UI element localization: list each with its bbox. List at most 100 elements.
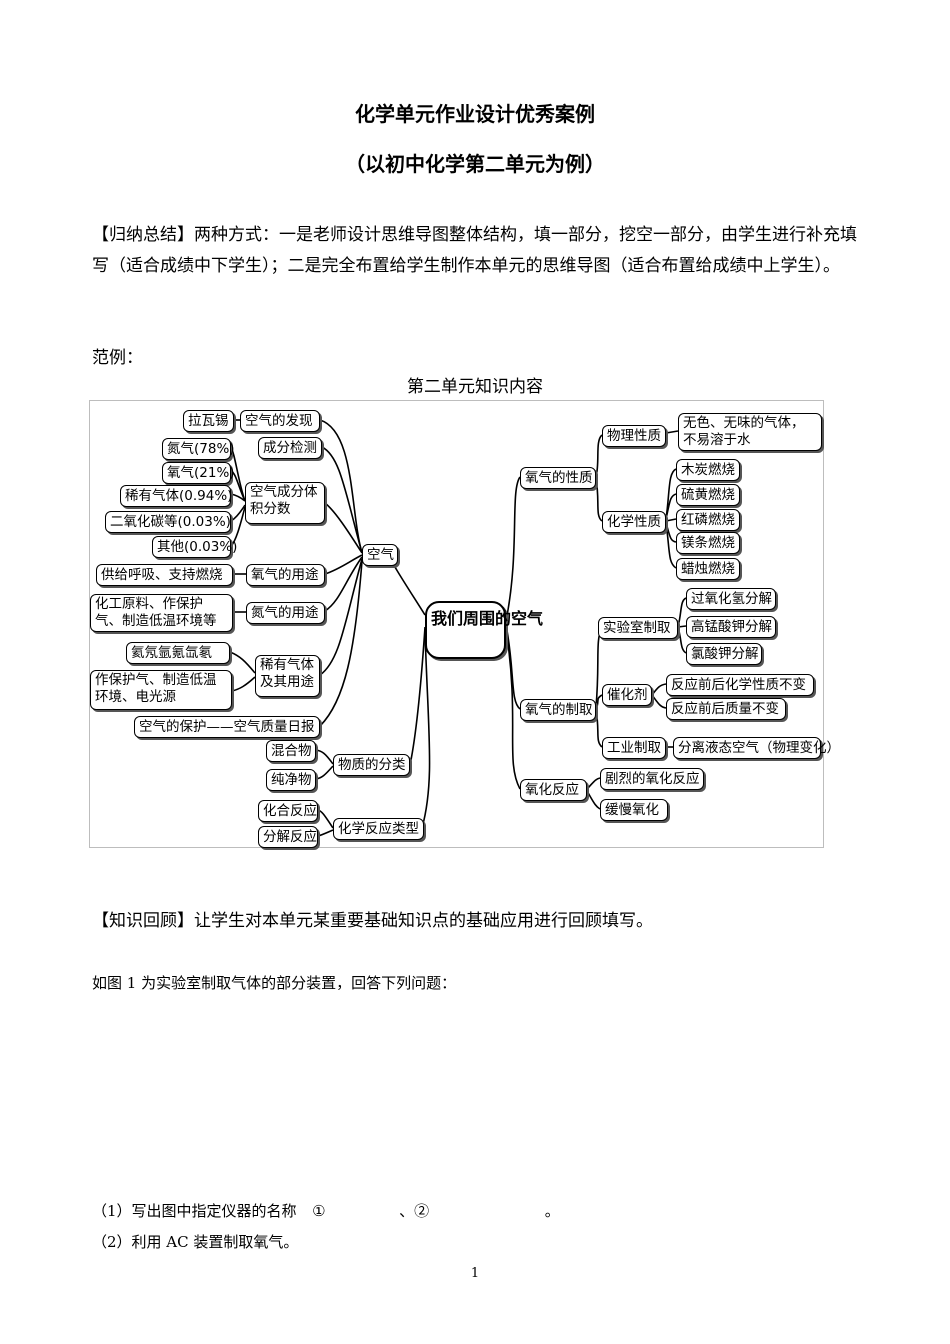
connector-reaction-decomposition <box>317 829 334 837</box>
node-air-discovery: 空气的发现 <box>240 410 320 432</box>
node-mixture: 混合物 <box>266 740 316 762</box>
node-chemical-properties: 化学性质 <box>602 511 666 533</box>
node-other-percent: 其他(0.03%) <box>152 536 237 558</box>
node-h2o2-decomposition: 过氧化氢分解 <box>686 588 776 610</box>
node-industrial-preparation: 工业制取 <box>602 737 666 759</box>
document-title: 化学单元作业设计优秀案例 <box>355 102 595 126</box>
connector-lab-h2o2 <box>677 597 687 628</box>
node-violent-oxidation: 剧烈的氧化反应 <box>600 768 704 790</box>
connector-noble-list <box>229 651 256 674</box>
node-composition-test: 成分检测 <box>258 437 322 459</box>
node-noble-use: 稀有气体及其用途 <box>255 655 320 697</box>
connector-center-classification <box>409 626 426 766</box>
connector-fraction-co2 <box>230 504 246 522</box>
connector-air-n2use <box>324 556 363 612</box>
connector-center-o2prep <box>505 624 521 710</box>
connector-physical-desc <box>665 430 679 434</box>
node-catalyst: 催化剂 <box>602 684 652 706</box>
connector-air-discovery <box>319 419 363 554</box>
connector-class-pure <box>315 765 334 780</box>
node-catalyst-property-2: 反应前后质量不变 <box>666 698 786 720</box>
connector-center-reaction <box>421 630 431 829</box>
node-physical-properties: 物理性质 <box>602 425 666 447</box>
node-noble-use-desc: 作保护气、制造低温环境、电光源 <box>90 670 232 710</box>
connector-center-o2props <box>505 476 521 622</box>
node-o2-percent: 氧气(21%) <box>162 462 235 484</box>
question-1: （1）写出图中指定仪器的名称 ① 、② 。 <box>92 1200 560 1221</box>
node-lab-preparation: 实验室制取 <box>598 617 678 639</box>
question-1-prefix: （1）写出图中指定仪器的名称 <box>92 1202 297 1220</box>
connector-fraction-other <box>230 506 246 547</box>
connector-oxidation-slow <box>586 790 601 810</box>
connector-o2prep-catalyst <box>595 694 603 710</box>
node-combination-reaction: 化合反应 <box>258 800 318 822</box>
connector-chemical-sulfur <box>665 493 677 520</box>
node-co2-percent: 二氧化碳等(0.03%) <box>105 511 231 533</box>
node-reaction-type: 化学反应类型 <box>333 818 424 840</box>
node-phosphorus-burning: 红磷燃烧 <box>676 509 740 531</box>
connector-reaction-combination <box>317 809 334 829</box>
node-o2-use-desc: 供给呼吸、支持燃烧 <box>96 564 233 586</box>
connector-catalyst-prop1 <box>651 683 667 696</box>
connector-o2prep-industrial <box>595 710 603 748</box>
connector-center-oxidation <box>505 628 521 790</box>
connector-class-mixture <box>315 749 334 765</box>
node-kmno4-decomposition: 高锰酸钾分解 <box>686 616 776 638</box>
connector-fraction-noble <box>230 493 246 502</box>
mind-map-connectors <box>229 419 687 837</box>
node-o2-preparation: 氧气的制取 <box>520 699 596 721</box>
review-paragraph: 【知识回顾】让学生对本单元某重要基础知识点的基础应用进行回顾填写。 <box>92 911 653 931</box>
connector-o2props-physical <box>595 434 603 478</box>
node-matter-classification: 物质的分类 <box>333 754 410 776</box>
node-n2-use: 氮气的用途 <box>246 602 325 624</box>
mind-map: 我们周围的空气 空气 空气的发现 拉瓦锡 成分检测 空气成分体积分数 氮气(78… <box>89 400 840 848</box>
node-magnesium-burning: 镁条燃烧 <box>676 532 740 554</box>
connector-lab-kmno4 <box>677 625 687 628</box>
node-oxidation-reaction: 氧化反应 <box>520 779 587 801</box>
connector-fraction-o2 <box>230 470 246 502</box>
node-n2-percent: 氮气(78%) <box>162 438 235 460</box>
node-carbon-burning: 木炭燃烧 <box>676 459 740 481</box>
node-air-protection: 空气的保护——空气质量日报 <box>134 716 320 738</box>
node-air: 空气 <box>362 544 398 566</box>
connector-oxidation-violent <box>586 777 601 790</box>
question-intro: 如图 1 为实验室制取气体的部分装置，回答下列问题： <box>92 974 457 992</box>
connector-noble-desc <box>231 676 256 692</box>
connector-catalyst-prop2 <box>651 694 667 709</box>
node-catalyst-property-1: 反应前后化学性质不变 <box>666 674 814 696</box>
connector-air-protect <box>319 560 363 727</box>
connector-air-fraction <box>324 502 363 554</box>
question-1-blank-1-marker: ① <box>312 1202 326 1220</box>
question-2: （2）利用 AC 装置制取氧气。 <box>92 1233 299 1251</box>
summary-paragraph: 【归纳总结】两种方式：一是老师设计思维导图整体结构，填一部分，挖空一部分，由学生… <box>92 225 857 276</box>
node-kclo3-decomposition: 氯酸钾分解 <box>686 643 762 665</box>
example-label: 范例： <box>92 348 143 368</box>
node-o2-properties: 氧气的性质 <box>520 467 596 489</box>
node-pure-substance: 纯净物 <box>266 769 316 791</box>
node-noble-percent: 稀有气体(0.94%) <box>120 485 232 507</box>
node-candle-burning: 蜡烛燃烧 <box>676 558 740 580</box>
connector-chemical-candle <box>665 522 677 569</box>
connector-chemical-phosphorus <box>665 518 677 522</box>
node-noble-list: 氦氖氩氪氙氡 <box>126 642 230 664</box>
node-o2-use: 氧气的用途 <box>246 564 325 586</box>
connector-air-nobleuse <box>319 558 363 676</box>
page-number: 1 <box>470 1266 480 1281</box>
node-liquid-air-separation: 分离液态空气（物理变化） <box>673 737 840 759</box>
document-subtitle: （以初中化学第二单元为例） <box>345 152 605 176</box>
node-slow-oxidation: 缓慢氧化 <box>600 799 668 821</box>
diagram-caption: 第二单元知识内容 <box>407 377 543 397</box>
connector-o2props-chemical <box>595 478 603 522</box>
node-physical-desc: 无色、无味的气体，不易溶于水 <box>678 413 822 451</box>
question-1-end: 。 <box>544 1202 560 1220</box>
node-volume-fraction: 空气成分体积分数 <box>245 482 325 524</box>
connector-lab-kclo3 <box>677 626 687 654</box>
connector-air-test <box>321 446 363 554</box>
node-lavoisier: 拉瓦锡 <box>183 410 234 432</box>
question-1-blank-2-marker: 、② <box>399 1202 430 1220</box>
node-sulfur-burning: 硫黄燃烧 <box>676 484 740 506</box>
connector-air-o2use <box>324 554 363 575</box>
node-n2-use-desc: 化工原料、作保护气、制造低温环境等 <box>90 594 233 632</box>
mindmap-center-node: 我们周围的空气 <box>425 601 543 659</box>
node-decomposition-reaction: 分解反应 <box>258 826 318 848</box>
